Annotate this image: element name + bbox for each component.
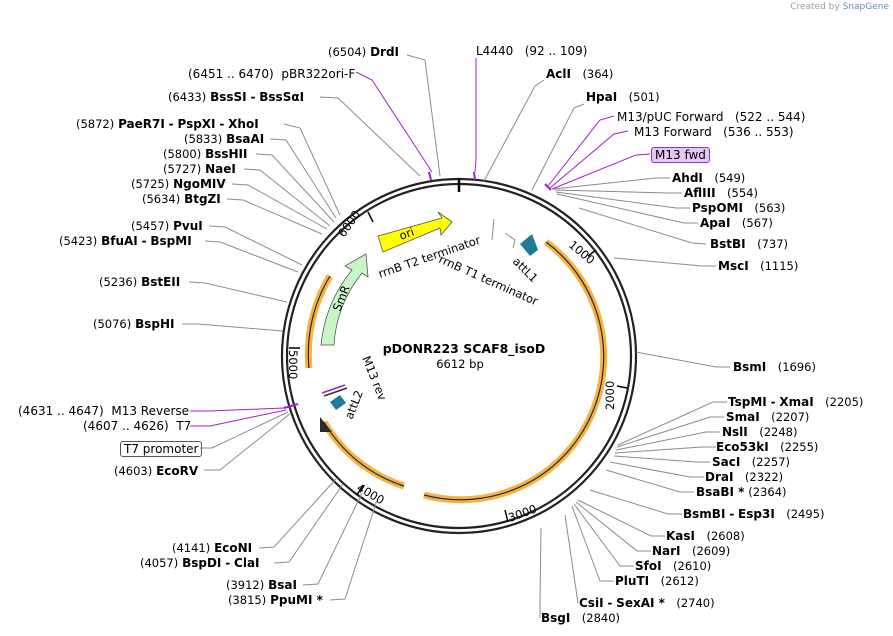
enzyme-ecorv[interactable]: (4603) EcoRV <box>114 464 199 478</box>
backbone-inner <box>285 182 633 530</box>
enzyme-bsssi[interactable]: (6433) BssSI - BssSαI <box>168 90 305 104</box>
enzyme-bspdi[interactable]: (4057) BspDI - ClaI <box>140 556 260 570</box>
enzyme-eco53ki[interactable]: Eco53kI (2255) <box>716 440 819 454</box>
enzyme-apai[interactable]: ApaI (567) <box>700 216 773 230</box>
primer-m13puc-forward[interactable]: M13/pUC Forward (522 .. 544) <box>617 110 806 124</box>
enzyme-pspomi[interactable]: PspOMI (563) <box>692 201 786 215</box>
enzyme-bsaai[interactable]: (5833) BsaAI <box>184 132 265 146</box>
m13rev-primer-mark <box>321 384 346 394</box>
enzyme-bsmbi[interactable]: BsmBI - Esp3I (2495) <box>683 507 825 521</box>
enzyme-naei[interactable]: (5727) NaeI <box>163 162 236 176</box>
enzyme-acli[interactable]: AclI (364) <box>546 67 614 81</box>
ori-feature[interactable] <box>377 211 453 253</box>
enzyme-tspmi[interactable]: TspMI - XmaI (2205) <box>728 395 864 409</box>
enzyme-bsai[interactable]: (3912) BsaI <box>226 578 297 592</box>
orf-arrowhead-left <box>320 417 332 432</box>
enzyme-bsgi[interactable]: BsgI (2840) <box>541 611 621 625</box>
enzyme-ngomiv[interactable]: (5725) NgoMIV <box>131 177 226 191</box>
enzyme-bsshii[interactable]: (5800) BssHII <box>163 147 248 161</box>
enzyme-bsphi[interactable]: (5076) BspHI <box>93 317 175 331</box>
credit-prefix: Created by <box>790 2 840 12</box>
l4440-primer-tick <box>473 171 476 181</box>
enzyme-nari[interactable]: NarI (2609) <box>652 544 731 558</box>
m13fwd-primer-tick <box>544 183 552 191</box>
snapgene-brand: SnapGene <box>842 2 889 12</box>
enzyme-saci[interactable]: SacI (2257) <box>712 455 791 469</box>
enzyme-csii[interactable]: CsiI - SexAI * (2740) <box>579 596 715 610</box>
t1-terminator-mark <box>504 232 516 249</box>
leader-lines-left <box>182 54 441 601</box>
m13reverse-primer-tick <box>283 403 299 409</box>
enzyme-msci[interactable]: MscI (1115) <box>718 259 799 273</box>
enzyme-kasi[interactable]: KasI (2608) <box>666 529 745 543</box>
enzyme-ppumi[interactable]: (3815) PpuMI * <box>228 593 323 607</box>
enzyme-hpai[interactable]: HpaI (501) <box>586 90 660 104</box>
pbr322-primer-tick <box>428 171 432 181</box>
enzyme-ahdi[interactable]: AhdI (549) <box>672 171 746 185</box>
orf-arc-right-line <box>423 241 605 501</box>
attl2-feature[interactable] <box>330 395 346 410</box>
attl1-feature[interactable] <box>520 234 538 256</box>
enzyme-drai[interactable]: DraI (2322) <box>705 470 784 484</box>
plasmid-name: pDONR223 SCAF8_isoD <box>383 341 546 357</box>
primer-t7[interactable]: (4607 .. 4626) T7 <box>83 419 192 433</box>
enzyme-econi[interactable]: (4141) EcoNI <box>172 541 253 555</box>
primer-pbr322ori-f[interactable]: (6451 .. 6470) pBR322ori-F <box>188 67 356 81</box>
enzyme-bsabi[interactable]: BsaBI * (2364) <box>696 485 787 499</box>
tick-5000: 5000 <box>286 350 300 379</box>
attl1-label: attL1 <box>510 254 541 285</box>
enzyme-bstbi[interactable]: BstBI (737) <box>710 237 789 251</box>
plasmid-size: 6612 bp <box>436 357 484 371</box>
enzyme-afliii[interactable]: AflIII (554) <box>684 186 758 200</box>
enzyme-pvui[interactable]: (5457) PvuI <box>131 219 203 233</box>
enzyme-bsmi[interactable]: BsmI (1696) <box>733 360 816 374</box>
leader-lines-primers <box>190 58 651 449</box>
enzyme-pluti[interactable]: PluTI (2612) <box>615 574 699 588</box>
t7-promoter-label[interactable]: T7 promoter <box>120 441 203 457</box>
enzyme-paer7i[interactable]: (5872) PaeR7I - PspXI - XhoI <box>76 117 259 131</box>
orf-arc-upper-left-line <box>307 275 331 369</box>
tick-2000: 2000 <box>603 381 617 410</box>
primer-l4440[interactable]: L4440 (92 .. 109) <box>476 44 588 58</box>
smr-label: SmR <box>330 283 353 313</box>
t2-terminator-mark <box>491 218 495 241</box>
primer-m13-forward[interactable]: M13 Forward (536 .. 553) <box>634 125 794 139</box>
enzyme-sfoi[interactable]: SfoI (2610) <box>635 559 712 573</box>
enzyme-bsteii[interactable]: (5236) BstEII <box>99 275 181 289</box>
enzyme-drdi[interactable]: (6504) DrdI <box>328 45 400 59</box>
enzyme-btgzi[interactable]: (5634) BtgZI <box>142 192 221 206</box>
m13rev-primer-mark-2 <box>323 387 348 397</box>
attl2-label: attL2 <box>342 388 366 421</box>
enzyme-bfuai[interactable]: (5423) BfuAI - BspMI <box>59 234 192 248</box>
enzyme-smai[interactable]: SmaI (2207) <box>726 410 810 424</box>
primer-m13-reverse[interactable]: (4631 .. 4647) M13 Reverse <box>18 404 190 418</box>
leader-lines-right <box>483 79 730 618</box>
smr-feature[interactable] <box>320 253 369 346</box>
enzyme-nsli[interactable]: NslI (2248) <box>722 425 798 439</box>
primer-m13-fwd[interactable]: M13 fwd <box>651 147 710 163</box>
ori-label: ori <box>397 225 416 243</box>
snapgene-credit: Created by SnapGene <box>790 2 889 12</box>
